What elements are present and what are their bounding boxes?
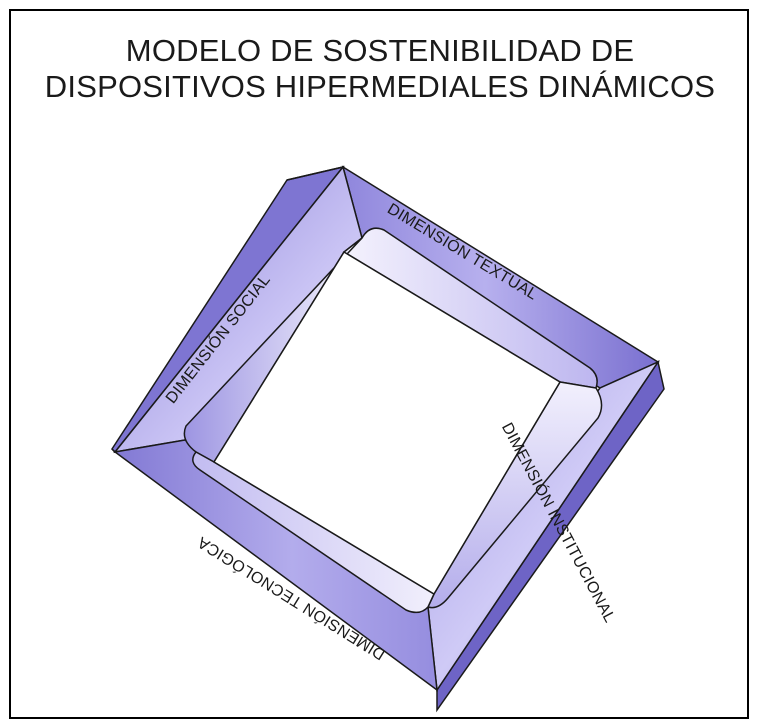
top-edge-line xyxy=(286,166,344,181)
diagram-title-line-1: MODELO DE SOSTENIBILIDAD DE xyxy=(125,33,635,68)
inner-window xyxy=(212,250,562,596)
left-edge-line xyxy=(111,448,116,453)
diagram-title-line-2: DISPOSITIVOS HIPERMEDIALES DINÁMICOS xyxy=(44,69,716,104)
inner-bottom-bevel xyxy=(192,451,435,614)
